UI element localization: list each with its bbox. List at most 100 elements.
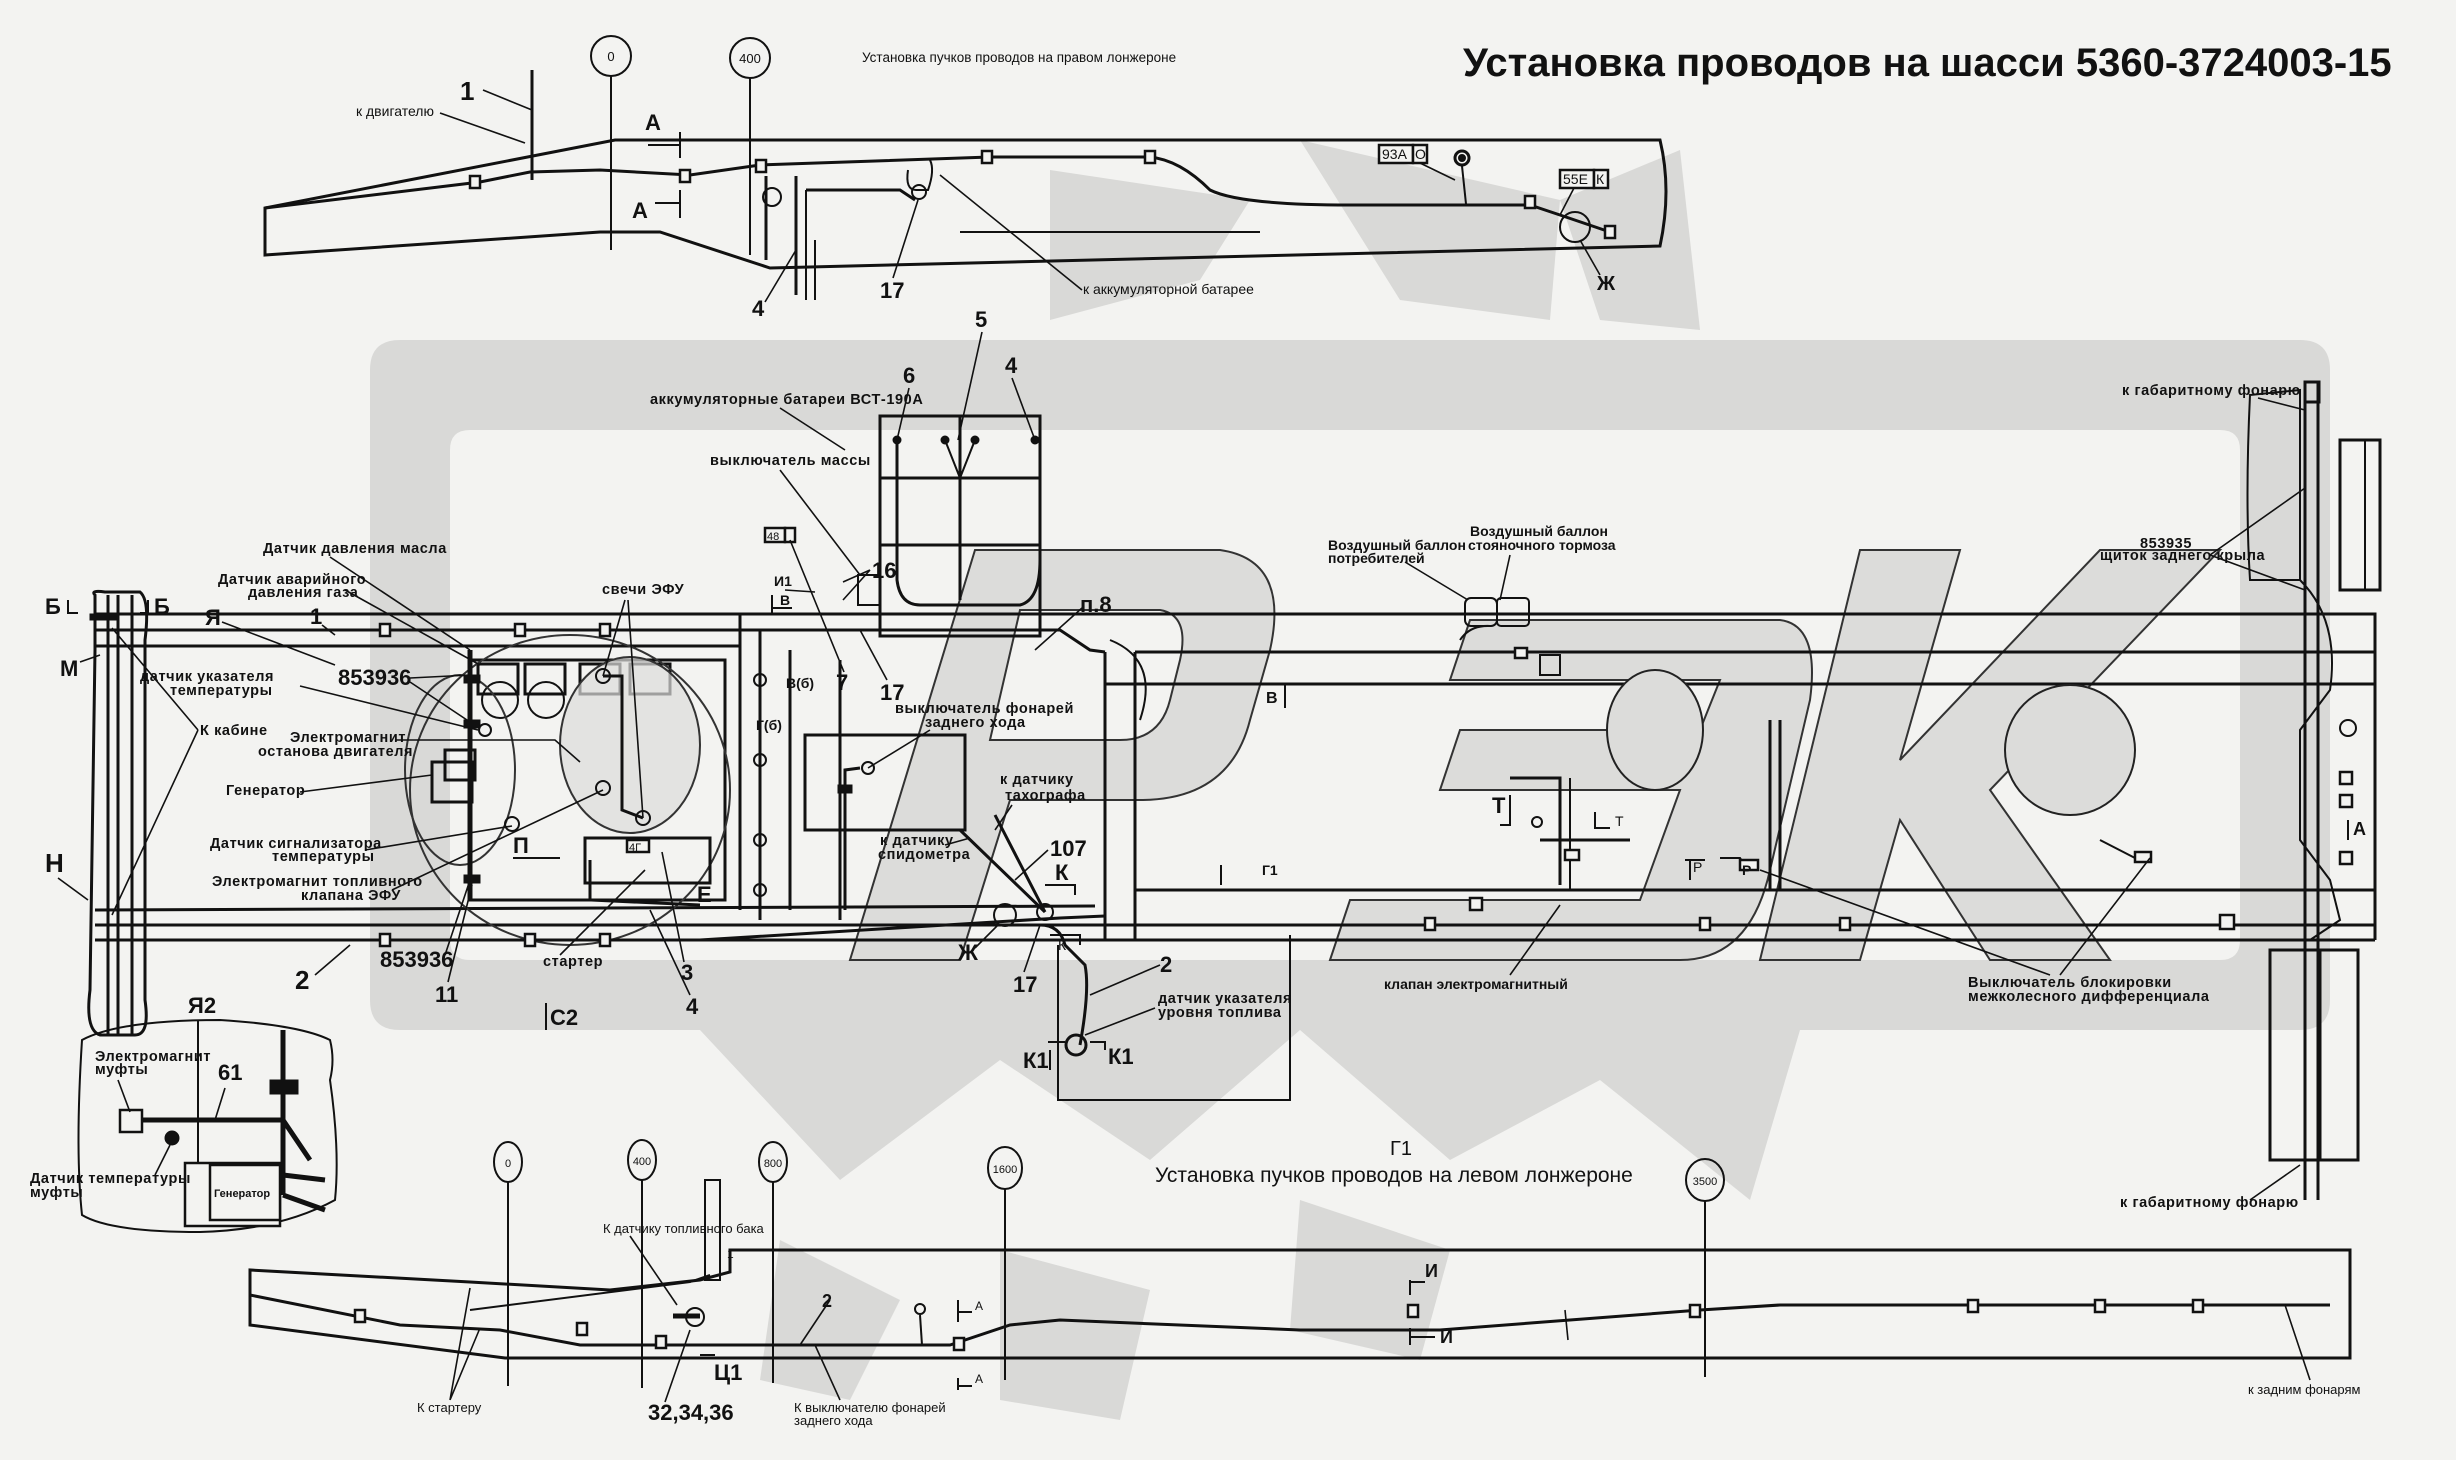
dimension-marker-800-left: 800 <box>758 1141 788 1383</box>
callout-17-battery: 17 <box>880 680 904 705</box>
svg-text:О: О <box>1415 146 1426 162</box>
callout-3: 3 <box>681 960 693 985</box>
dimension-marker-3500-left: 3500 <box>1685 1158 1725 1377</box>
label-generator: Генератор <box>226 783 305 799</box>
label-tachograph-sensor-2: тахографа <box>1005 788 1086 804</box>
svg-text:0: 0 <box>607 49 614 64</box>
label-tachograph-sensor-1: к датчику <box>1000 772 1074 788</box>
label-clutch-temp-sensor-1: Датчик температуры <box>30 1171 191 1187</box>
label-rear-fender-panel: щиток заднего крыла <box>2100 548 2266 564</box>
label-to-rear-lamps: к задним фонарям <box>2248 1382 2361 1397</box>
tag-4g: 4Г <box>629 842 641 854</box>
svg-text:93А: 93А <box>1382 146 1408 162</box>
label-reverse-switch-1: выключатель фонарей <box>895 701 1074 717</box>
label-r-left: Р <box>1693 859 1702 875</box>
label-starter: стартер <box>543 954 603 970</box>
label-k: К <box>1055 860 1069 885</box>
callout-11: 11 <box>435 982 458 1007</box>
right-rail-view: Установка пучков проводов на правом лонж… <box>263 35 1668 321</box>
label-k1-left: К1 <box>1023 1048 1049 1073</box>
svg-text:3500: 3500 <box>1693 1176 1717 1188</box>
callout-32-34-36: 32,34,36 <box>648 1400 734 1425</box>
label-n: Н <box>45 848 64 878</box>
label-clutch-temp-sensor-2: муфты <box>30 1185 83 1201</box>
svg-text:0: 0 <box>505 1158 511 1170</box>
left-rail-view: Г1 Установка пучков проводов на левом ло… <box>248 1138 2361 1428</box>
callout-1: 1 <box>460 76 474 106</box>
label-r-right: Р <box>1742 862 1751 878</box>
label-mass-switch: выключатель массы <box>710 453 871 469</box>
label-t-upper: Т <box>1492 793 1506 818</box>
label-c1: Ц1 <box>714 1360 742 1385</box>
label-to-cab: К кабине <box>200 723 268 739</box>
wire-tag-48: 48 <box>763 526 797 544</box>
label-i1: И1 <box>774 573 792 589</box>
label-gas-pressure-sensor-2: давления газа <box>248 585 359 601</box>
label-g1-arrow: Г1 <box>1262 862 1278 878</box>
label-gas-pressure-sensor-1: Датчик аварийного <box>218 572 366 588</box>
label-to-reverse-switch-2: заднего хода <box>794 1413 873 1428</box>
dimension-marker-1600-left: 1600 <box>987 1146 1023 1380</box>
callout-6: 6 <box>903 363 915 388</box>
label-b-left: Б <box>45 594 61 619</box>
label-k-small: К <box>1058 937 1067 953</box>
wire-tag-55e: 55Е К <box>1558 168 1610 190</box>
label-a-left-bottom: А <box>975 1372 983 1386</box>
callout-4: 4 <box>752 296 765 321</box>
callout-16: 16 <box>872 558 896 583</box>
label-speedometer-sensor-2: спидометра <box>878 847 971 863</box>
section-a-top-label: А <box>645 110 661 135</box>
callout-1-left: 1 <box>727 1247 734 1261</box>
svg-text:К: К <box>1596 171 1605 187</box>
label-consumers-air-tank-2: потребителей <box>1328 550 1425 566</box>
callout-5: 5 <box>975 307 987 332</box>
callout-4-battery: 4 <box>1005 353 1018 378</box>
label-g1: Г1 <box>1390 1138 1412 1160</box>
label-clutch-magnet-1: Электромагнит <box>95 1049 211 1065</box>
label-engine-stop-magnet-1: Электромагнит <box>290 730 406 746</box>
label-fuel-level-sensor-2: уровня топлива <box>1158 1005 1282 1021</box>
callout-107: 107 <box>1050 836 1087 861</box>
label-temp-alarm-sensor-1: Датчик сигнализатора <box>210 836 382 852</box>
label-fuel-level-sensor-1: датчик указателя <box>1158 991 1292 1007</box>
dimension-marker-0-left: 0 <box>493 1141 523 1386</box>
label-853935: 853935 <box>2140 536 2192 552</box>
label-efu-valve-magnet-2: клапана ЭФУ <box>301 888 401 904</box>
label-b-right: Б <box>154 594 170 619</box>
dimension-marker-400: 400 <box>729 37 771 255</box>
label-speedometer-sensor-1: к датчику <box>880 833 954 849</box>
label-clutch-magnet-2: муфты <box>95 1062 148 1078</box>
label-to-reverse-switch-1: К выключателю фонарей <box>794 1400 946 1415</box>
label-t-lower: Т <box>1615 813 1624 829</box>
label-k1-right: К1 <box>1108 1044 1134 1069</box>
svg-text:55Е: 55Е <box>1563 171 1588 187</box>
label-marker-lamp-top: к габаритному фонарю <box>2122 383 2301 399</box>
dimension-marker-400-left: 400 <box>627 1139 657 1388</box>
page-title: Установка проводов на шасси 5360-3724003… <box>1463 41 2392 85</box>
label-to-starter: К стартеру <box>417 1400 482 1415</box>
dimension-marker-0: 0 <box>590 35 632 250</box>
label-reverse-switch-2: заднего хода <box>925 715 1026 731</box>
label-part-853936-top: 853936 <box>338 665 411 690</box>
label-solenoid-valve: клапан электромагнитный <box>1384 976 1568 992</box>
callout-2-left: 2 <box>822 1291 832 1311</box>
label-a-left-top: А <box>975 1299 983 1313</box>
label-i-bottom: И <box>1440 1327 1453 1347</box>
label-engine-stop-magnet-2: останова двигателя <box>258 744 413 760</box>
callout-17: 17 <box>880 278 904 303</box>
label-m: М <box>60 656 78 681</box>
right-rail-caption: Установка пучков проводов на правом лонж… <box>862 50 1176 65</box>
callout-7: 7 <box>836 670 848 695</box>
label-c2: С2 <box>550 1005 578 1030</box>
label-a-rear: А <box>2353 819 2366 839</box>
callout-61: 61 <box>218 1060 242 1085</box>
label-batteries: аккумуляторные батареи ВСТ-190А <box>650 392 923 408</box>
label-efu-plugs: свечи ЭФУ <box>602 582 685 598</box>
label-part-853936-bottom: 853936 <box>380 947 453 972</box>
inset-generator: Я2 Генератор 61 Электромагнит муфты Датч… <box>30 993 338 1234</box>
label-ya: Я <box>205 605 221 630</box>
label-consumers-air-tank-1: Воздушный баллон <box>1328 537 1466 553</box>
callout-1-chassis: 1 <box>310 604 322 629</box>
label-efu-valve-magnet-1: Электромагнит топливного <box>212 874 423 890</box>
